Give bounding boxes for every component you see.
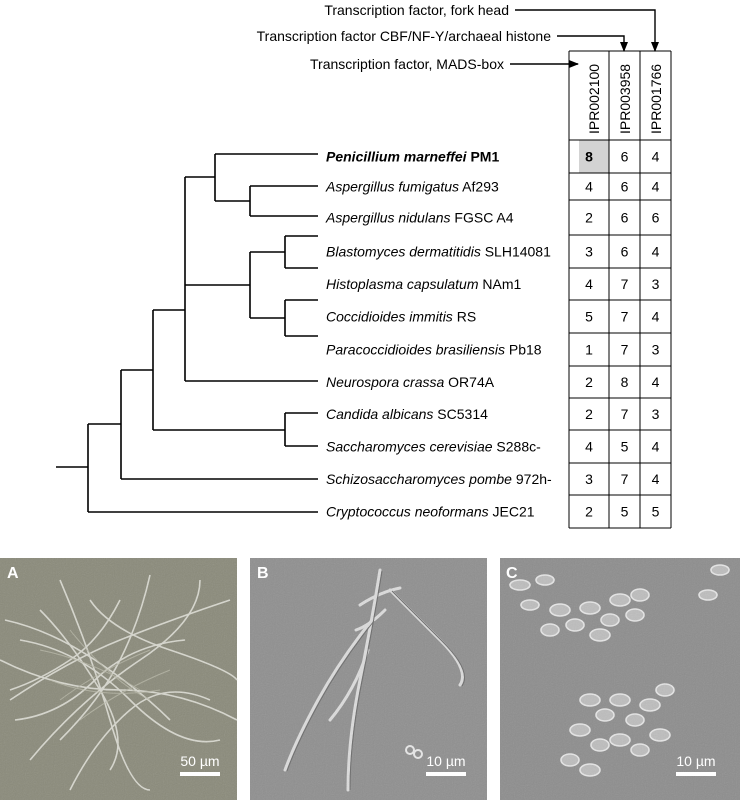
table-cell: 5 [585, 309, 593, 325]
table-cell: 6 [621, 244, 629, 260]
table-cell: 7 [621, 276, 629, 292]
table-cell: 4 [652, 179, 660, 195]
factor-legend: Transcription factor, fork head Transcri… [257, 2, 659, 72]
table-cell: 2 [585, 210, 593, 226]
arrow-cbf [557, 35, 628, 52]
panel-letter: B [257, 565, 269, 582]
highlight-cell [579, 140, 609, 173]
table-cell: 6 [621, 149, 629, 165]
species-label: Aspergillus fumigatus Af293 [325, 179, 499, 195]
scale-bar [426, 772, 466, 776]
scale-label: 50 µm [180, 753, 219, 769]
table-cell: 4 [585, 276, 593, 292]
table-cell: 4 [585, 179, 593, 195]
table-cell: 6 [621, 179, 629, 195]
table-cell: 5 [652, 504, 660, 520]
scale-bar [180, 772, 220, 776]
scale-label: 10 µm [676, 753, 715, 769]
species-label: Penicillium marneffei PM1 [326, 149, 499, 165]
table-cell: 5 [621, 504, 629, 520]
table-cell: 3 [652, 342, 660, 358]
table-cell: 4 [585, 439, 593, 455]
table-cell: 2 [585, 504, 593, 520]
micrograph-panel-b: B 10 µm [250, 558, 487, 800]
species-label: Aspergillus nidulans FGSC A4 [325, 210, 514, 226]
panel-letter: A [7, 565, 19, 582]
table-cell: 6 [652, 210, 660, 226]
phylogenetic-tree [56, 153, 318, 513]
table-cell: 3 [652, 276, 660, 292]
panel-letter: C [506, 565, 518, 582]
column-header: IPR001766 [648, 64, 664, 134]
scale-label: 10 µm [426, 753, 465, 769]
column-headers: IPR002100 IPR003958 IPR001766 [586, 64, 664, 134]
factor-label-forkhead: Transcription factor, fork head [324, 2, 509, 18]
table-cell: 2 [585, 406, 593, 422]
table-cell: 3 [652, 406, 660, 422]
column-header: IPR003958 [617, 64, 633, 134]
table-cell: 4 [652, 439, 660, 455]
arrow-forkhead [515, 9, 659, 52]
table-cell: 4 [652, 471, 660, 487]
table-cell: 6 [621, 210, 629, 226]
table-cell: 4 [652, 309, 660, 325]
species-label: Candida albicans SC5314 [326, 406, 488, 422]
tree-branches [56, 153, 318, 513]
table-cell: 5 [621, 439, 629, 455]
table-cell: 4 [652, 244, 660, 260]
table-cell: 8 [585, 149, 593, 165]
table-cell: 1 [585, 342, 593, 358]
species-label: Histoplasma capsulatum NAm1 [326, 276, 522, 292]
species-label: Blastomyces dermatitidis SLH14081 [326, 244, 551, 260]
factor-label-mads: Transcription factor, MADS-box [310, 56, 504, 72]
table-cells: 8 6 4 4 6 4 2 6 6 3 6 4 4 7 3 5 7 4 1 7 3 2 8 4 2 7 3 4 5 4 3 7 4 2 5 5 [585, 149, 660, 520]
table-cell: 7 [621, 309, 629, 325]
table-cell: 7 [621, 342, 629, 358]
species-label: Saccharomyces cerevisiae S288c- [326, 439, 541, 455]
table-cell: 4 [652, 374, 660, 390]
factor-label-cbf: Transcription factor CBF/NF-Y/archaeal h… [257, 28, 552, 44]
species-label: Coccidioides immitis RS [326, 309, 476, 325]
count-table: IPR002100 IPR003958 IPR001766 8 6 4 4 6 4 2 6 6 3… [568, 50, 672, 529]
table-cell: 3 [585, 471, 593, 487]
table-cell: 4 [652, 149, 660, 165]
table-cell: 7 [621, 471, 629, 487]
species-label: Cryptococcus neoformans JEC21 [326, 504, 535, 520]
species-label: Paracoccidioides brasiliensis Pb18 [326, 342, 542, 358]
column-header: IPR002100 [586, 64, 602, 134]
table-cell: 3 [585, 244, 593, 260]
species-label: Neurospora crassa OR74A [326, 374, 495, 390]
table-grid [568, 50, 672, 529]
scale-bar [676, 772, 716, 776]
table-cell: 7 [621, 406, 629, 422]
micrograph-panel-a: A 50 µm [0, 558, 238, 800]
table-cell: 8 [621, 374, 629, 390]
species-label: Schizosaccharomyces pombe 972h- [326, 471, 552, 487]
micrograph-panel-c: C 10 µm [500, 558, 740, 800]
table-cell: 2 [585, 374, 593, 390]
